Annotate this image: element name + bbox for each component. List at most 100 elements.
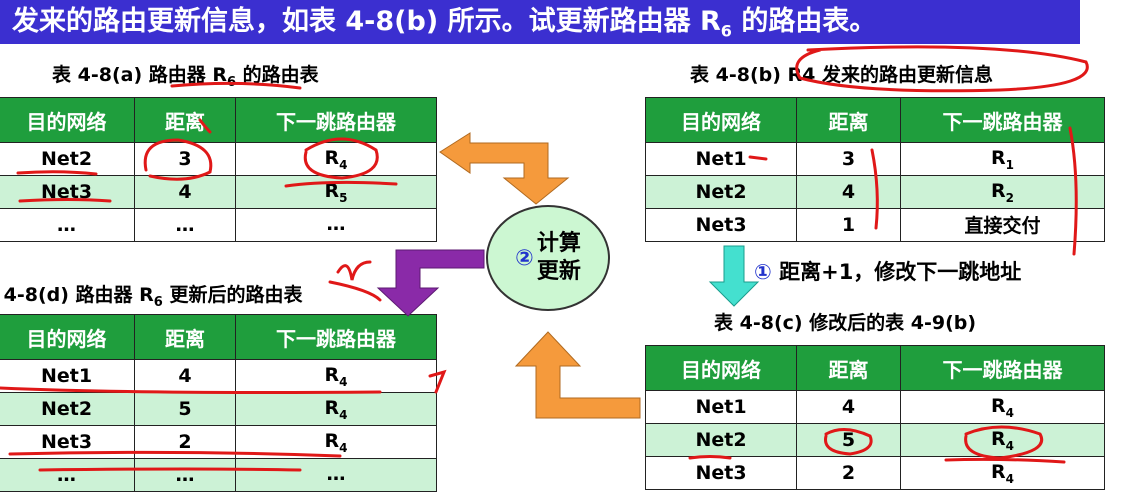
table-cell-net: … xyxy=(0,458,135,492)
table-row: Net1 4 R4 xyxy=(645,390,1105,424)
hop-sub: 4 xyxy=(1005,471,1014,486)
table-cell-net: Net1 xyxy=(645,390,797,424)
table-c-caption: 表 4-8(c) 修改后的表 4-9(b) xyxy=(714,312,977,334)
table-d-header-dist: 距离 xyxy=(134,314,236,360)
table-cell-hop: 直接交付 xyxy=(900,208,1105,242)
table-cell-net: Net2 xyxy=(645,423,797,457)
table-a-caption: 表 4-8(a) 路由器 R6 的路由表 xyxy=(52,60,319,90)
table-b: 目的网络 距离 下一跳路由器 Net1 3 R1 Net2 4 R2 Net3 … xyxy=(645,97,1105,242)
table-d: 目的网络 距离 下一跳路由器 Net1 4 R4 Net2 5 R4 Net3 … xyxy=(0,314,437,492)
table-cell-net: Net3 xyxy=(0,425,135,459)
step2-label: 计算 更新 xyxy=(537,230,581,286)
table-c-header-net: 目的网络 xyxy=(645,345,797,391)
table-cell-dist: 4 xyxy=(134,175,236,209)
table-b-header-dist: 距离 xyxy=(796,97,901,143)
table-cell-hop: R4 xyxy=(235,142,437,176)
table-d-caption-sub: 6 xyxy=(153,294,163,310)
table-cell-dist: 4 xyxy=(796,390,901,424)
hop-text: … xyxy=(326,462,346,485)
table-cell-hop: R4 xyxy=(235,392,437,426)
table-cell-dist: 2 xyxy=(134,425,236,459)
hop-text: 直接交付 xyxy=(964,214,1041,237)
table-cell-net: Net3 xyxy=(645,208,797,242)
table-a-caption-sub: 6 xyxy=(227,74,237,90)
table-cell-hop: R5 xyxy=(235,175,437,209)
step1-label: ① 距离+1，修改下一跳地址 xyxy=(754,256,1021,286)
title-banner: 发来的路由更新信息，如表 4-8(b) 所示。试更新路由器 R6 的路由表。 xyxy=(0,0,1080,44)
hop-sub: 4 xyxy=(339,407,348,422)
table-cell-dist: 5 xyxy=(796,423,901,457)
table-cell-hop: R4 xyxy=(900,390,1105,424)
table-cell-net: Net2 xyxy=(0,142,135,176)
table-a-header-dist: 距离 xyxy=(134,97,236,143)
banner-text-end: 的路由表。 xyxy=(731,6,877,37)
table-cell-hop: R2 xyxy=(900,175,1105,209)
table-cell-net: … xyxy=(0,208,135,242)
orange-arrow-top xyxy=(439,132,570,205)
table-cell-net: Net3 xyxy=(0,175,135,209)
table-row: Net1 3 R1 xyxy=(645,142,1105,176)
table-c-header-dist: 距离 xyxy=(796,345,901,391)
table-row: Net2 3 R4 xyxy=(0,142,437,176)
step2-number: ② xyxy=(515,245,534,271)
table-b-header-net: 目的网络 xyxy=(645,97,797,143)
step1-text: 距离+1，修改下一跳地址 xyxy=(771,260,1022,284)
hop-text: R xyxy=(991,460,1006,483)
table-a-header-hop: 下一跳路由器 xyxy=(235,97,437,143)
hop-text: R xyxy=(324,396,340,419)
table-cell-hop: … xyxy=(235,208,437,242)
step2-line2: 更新 xyxy=(536,259,581,284)
table-cell-hop: … xyxy=(235,458,437,492)
step1-number: ① xyxy=(754,260,772,284)
table-cell-hop: R4 xyxy=(235,425,437,459)
table-d-header-net: 目的网络 xyxy=(0,314,135,360)
table-row: Net3 1 直接交付 xyxy=(645,208,1105,242)
purple-arrow xyxy=(376,249,485,317)
table-cell-dist: 5 xyxy=(134,392,236,426)
table-cell-hop: R1 xyxy=(900,142,1105,176)
hop-text: R xyxy=(991,427,1006,450)
table-d-caption-text: 表 4-8(d) 路由器 R xyxy=(0,284,154,306)
table-cell-hop: R4 xyxy=(235,359,437,393)
table-d-header-hop: 下一跳路由器 xyxy=(235,314,437,360)
hop-text: R xyxy=(324,363,340,386)
hop-text: R xyxy=(324,429,340,452)
table-row: Net3 2 R4 xyxy=(645,456,1105,490)
cyan-arrow xyxy=(708,245,760,307)
table-row: Net3 4 R5 xyxy=(0,175,437,209)
step2-line1: 计算 xyxy=(536,231,581,256)
hop-sub: 1 xyxy=(1005,157,1014,172)
table-row: Net2 5 R4 xyxy=(645,423,1105,457)
orange-arrow-bottom xyxy=(514,331,641,419)
hop-sub: 2 xyxy=(1005,190,1014,205)
hop-sub: 4 xyxy=(339,374,348,389)
table-cell-dist: 3 xyxy=(796,142,901,176)
table-cell-dist: 4 xyxy=(134,359,236,393)
table-row: Net1 4 R4 xyxy=(0,359,437,393)
table-row: Net3 2 R4 xyxy=(0,425,437,459)
hop-sub: 4 xyxy=(339,440,348,455)
hop-sub: 4 xyxy=(1005,438,1014,453)
hop-sub: 4 xyxy=(339,157,348,172)
table-row: … … … xyxy=(0,208,437,242)
table-row: … … … xyxy=(0,458,437,492)
table-a-caption-end: 的路由表 xyxy=(236,64,319,86)
table-cell-dist: … xyxy=(134,458,236,492)
hop-text: R xyxy=(991,146,1006,169)
table-row: Net2 5 R4 xyxy=(0,392,437,426)
table-cell-net: Net1 xyxy=(645,142,797,176)
hop-text: R xyxy=(324,179,340,202)
table-c-header-hop: 下一跳路由器 xyxy=(900,345,1105,391)
table-a: 目的网络 距离 下一跳路由器 Net2 3 R4 Net3 4 R5 … … … xyxy=(0,97,437,242)
table-cell-dist: 2 xyxy=(796,456,901,490)
table-cell-dist: 3 xyxy=(134,142,236,176)
hop-text: R xyxy=(991,394,1006,417)
table-row: Net2 4 R2 xyxy=(645,175,1105,209)
table-a-header-net: 目的网络 xyxy=(0,97,135,143)
table-d-caption-end: 更新后的路由表 xyxy=(162,284,303,306)
table-cell-hop: R4 xyxy=(900,423,1105,457)
table-cell-net: Net3 xyxy=(645,456,797,490)
table-cell-dist: … xyxy=(134,208,236,242)
table-c: 目的网络 距离 下一跳路由器 Net1 4 R4 Net2 5 R4 Net3 … xyxy=(645,345,1105,490)
table-b-header-hop: 下一跳路由器 xyxy=(900,97,1105,143)
